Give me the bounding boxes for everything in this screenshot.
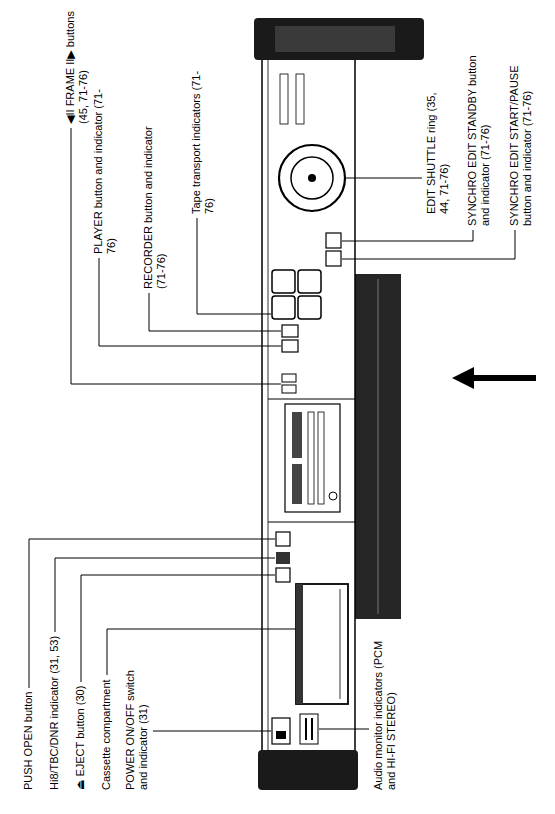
callout-label: Audio monitor indicators (PCM and HI-FI … (372, 630, 398, 790)
push-open-button (276, 532, 290, 546)
eject-button (276, 568, 290, 582)
front-face (262, 58, 355, 752)
level-meter (318, 412, 324, 504)
leader-line (153, 731, 271, 732)
callout-label: PUSH OPEN button (22, 692, 35, 790)
level-meter (308, 412, 314, 504)
callout-label: SYNCHRO EDIT START/PAUSE button and indi… (508, 54, 534, 226)
power-switch (272, 718, 290, 744)
power-indicator (276, 731, 286, 739)
shuttle-ring (279, 145, 345, 211)
transport-indicator (272, 296, 295, 319)
start-pause-button (326, 251, 341, 266)
transport-indicator (298, 270, 321, 293)
view-arrow-head (452, 367, 474, 389)
callout-label: RECORDER button and indicator (71-76) (142, 104, 168, 289)
panel-marking (280, 74, 288, 124)
player-button (282, 340, 298, 352)
standby-button (326, 233, 341, 248)
callout-label: Hi8/TBC/DNR indicator (31, 53) (48, 636, 61, 790)
jog-dial-center (308, 174, 316, 182)
callout-label: Cassette compartment (100, 679, 113, 790)
leader-line (99, 258, 281, 346)
display-panel (285, 404, 340, 512)
leader-line (55, 558, 275, 632)
side-groove (378, 279, 379, 614)
jog-dial (291, 157, 333, 199)
recorder-button (282, 325, 298, 337)
leader-line (342, 230, 473, 241)
callout-label: Tape transport indicators (71-76) (190, 64, 216, 214)
cap-detail (275, 26, 395, 52)
cassette-door-line (340, 589, 341, 699)
leader-line (197, 218, 271, 314)
panel-divider (268, 522, 355, 523)
top-edge (268, 58, 269, 752)
panel-marking (296, 74, 304, 124)
view-arrow (468, 375, 536, 381)
right-end-cap (254, 18, 424, 60)
cassette-door (296, 584, 348, 704)
callout-label: POWER ON/OFF switch and indicator (31) (124, 650, 150, 790)
audio-pcm-mark (305, 718, 307, 740)
leader-line (346, 178, 422, 179)
callout-label: PLAYER button and indicator (71-76) (92, 89, 118, 254)
callout-label: ⏏ EJECT button (30) (74, 686, 87, 790)
audio-hifi-mark (311, 718, 313, 740)
cassette-door-top (296, 584, 303, 704)
leader-line (342, 230, 515, 259)
leader-line (107, 629, 295, 675)
display-window (292, 412, 302, 458)
panel-divider (268, 399, 355, 400)
frame-button (282, 385, 296, 393)
frame-button (282, 374, 296, 382)
leader-line (319, 729, 369, 730)
transport-indicator (298, 296, 321, 319)
hi8-indicator (276, 552, 290, 564)
left-end-cap (258, 750, 358, 790)
display-window (292, 464, 302, 504)
knob (329, 492, 337, 500)
audio-indicators (300, 714, 318, 744)
leader-line (29, 539, 275, 688)
side-strip (355, 274, 401, 619)
leader-line (149, 293, 281, 331)
transport-indicator (272, 270, 295, 293)
callout-label: ◀II FRAME II▶ buttons (45, 71-76) (64, 4, 90, 124)
callout-label: SYNCHRO EDIT STANDBY button and indicato… (466, 54, 492, 226)
callout-label: EDIT SHUTTLE ring (35, 44, 71-76) (425, 79, 451, 214)
